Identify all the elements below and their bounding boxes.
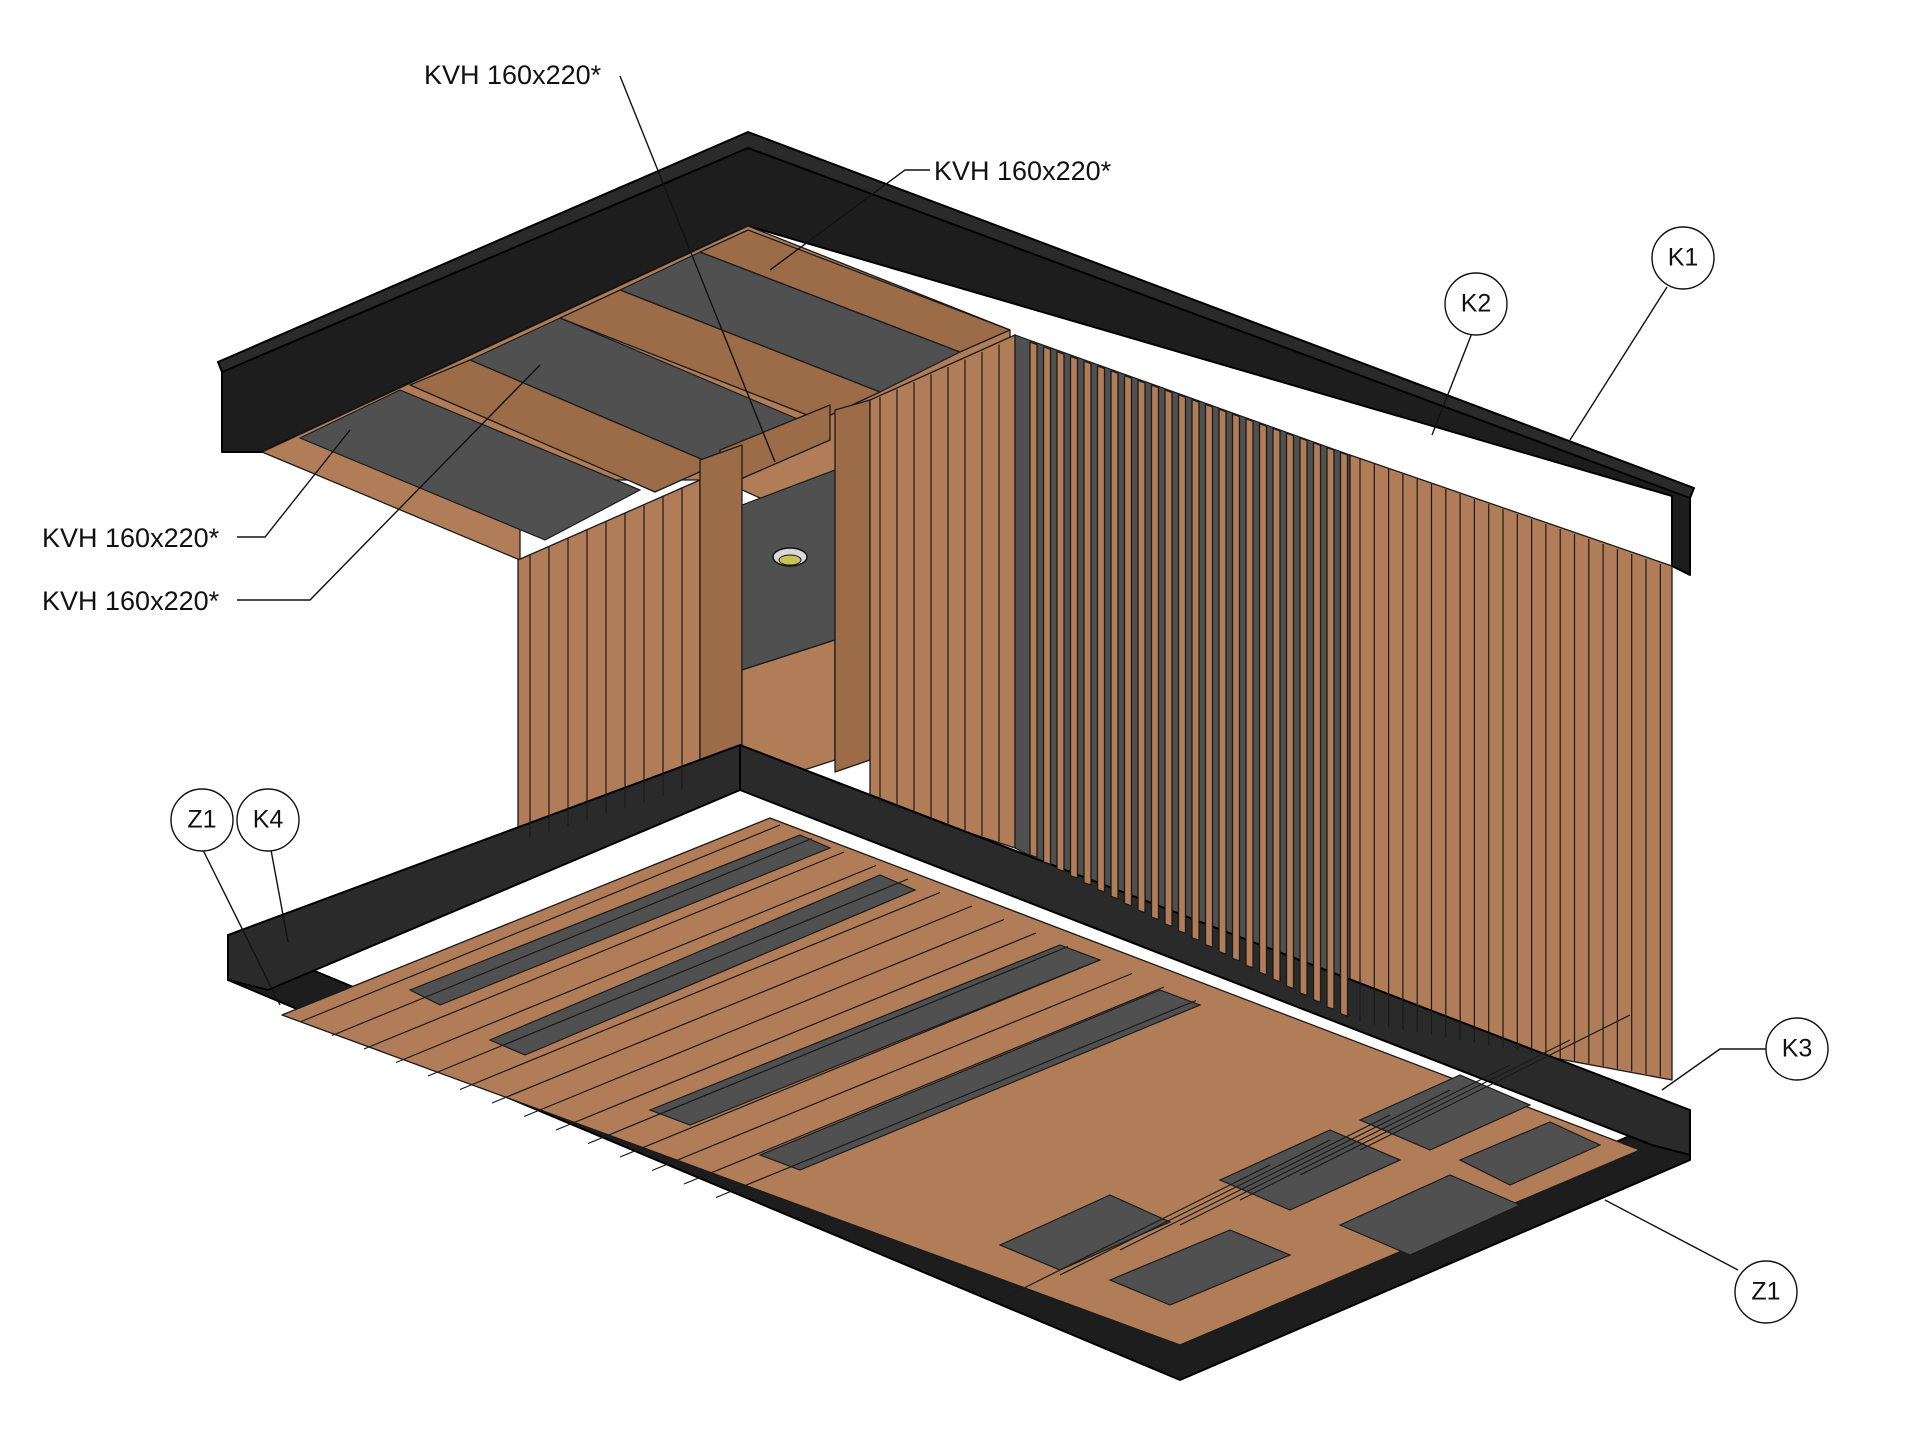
floor-joist [683,986,1165,1185]
floor-gap-4 [758,989,1202,1171]
tag-z1-right-text: Z1 [1751,1278,1780,1306]
window-fin [1299,437,1308,997]
window-fin [1272,427,1281,983]
floor-crossbeam [1239,1064,1511,1201]
window-fin [1339,451,1349,1017]
floor-joist [363,851,845,1050]
window-fin [1285,432,1295,990]
floor-crossbeam [1119,1114,1391,1251]
floor-joist [619,959,1101,1158]
label-kvh-left-lower: KVH 160x220* [42,586,220,616]
floor-joist [523,918,1005,1118]
label-kvh-left-upper: KVH 160x220* [42,523,220,553]
floor-crossbeam [1059,1139,1331,1276]
leader-kvh-left-lower [237,364,541,601]
floor-joist [395,864,877,1064]
floor-joist [331,837,813,1037]
ceiling-beam-3 [699,229,1011,353]
leader-k3 [1661,1048,1768,1091]
ceiling-gap-1 [298,389,642,541]
door-frame-right [834,399,871,773]
door-opening-upper [741,469,836,671]
window-fin [1110,370,1119,900]
window-fin [1164,389,1173,928]
tag-z1-left-text: Z1 [187,806,216,834]
floor-gap-1 [408,834,832,1006]
ceiling-light-icon [772,547,808,567]
floor-joists [299,824,1631,1301]
right-wall-cladding [1349,454,1673,1081]
window-fin [1177,394,1187,935]
leader-z1-right [1604,1199,1739,1271]
floor-gap-10 [1458,1121,1602,1186]
leader-lines [202,75,1768,1271]
window-fin [1137,379,1146,914]
window-fin [1231,413,1241,962]
tag-z1-left: Z1 [170,788,234,852]
leader-z1-left [202,849,281,1006]
tag-k3-text: K3 [1782,1035,1813,1063]
ceiling-beam-2 [559,289,881,421]
floor-joist [555,932,1037,1131]
window-fin [1258,422,1268,976]
window-fin [1056,350,1065,872]
door-frame-left [699,444,743,791]
tag-k2: K2 [1444,272,1508,336]
tag-k2-text: K2 [1461,290,1492,318]
floor-joist [651,972,1133,1172]
window-fin [1123,374,1133,907]
floor-joist [427,878,909,1077]
leader-k2 [1431,332,1473,436]
leader-kvh-top-right [769,169,930,271]
leader-k4 [270,849,289,943]
floor-gap-5 [998,1194,1172,1271]
window-fin [1204,403,1214,948]
tag-k3: K3 [1765,1017,1829,1081]
floor-gap-9 [1358,1074,1532,1151]
rear-wall [517,334,1016,849]
window-fin [1312,442,1322,1004]
floor-gap-6 [1108,1229,1292,1306]
window-fin [1083,360,1092,886]
leader-k1 [1569,286,1668,441]
floor-crossbeam [1299,1039,1571,1176]
window-fin [1029,341,1038,859]
window-fin [1245,418,1254,969]
window-fin [1042,346,1052,866]
floor-joist [715,999,1197,1199]
window-fin [1069,355,1079,879]
label-kvh-top-right: KVH 160x220* [934,156,1112,186]
mid-wall-panel [869,334,1016,849]
leader-kvh-left-upper [237,429,351,538]
floor-crossbeam [1359,1014,1631,1151]
window-fin [1096,365,1106,893]
tag-z1-right: Z1 [1734,1260,1798,1324]
label-kvh-top-center: KVH 160x220* [424,60,602,90]
window-fin [1218,408,1227,955]
tag-k4: K4 [236,788,300,852]
tag-k1: K1 [1651,226,1715,290]
window-fin [1191,398,1200,941]
floor-gap-8 [1338,1174,1522,1256]
tag-k4-text: K4 [253,806,284,834]
floor-joist [587,945,1069,1145]
floor-crossbeam [1179,1089,1451,1226]
floor-crossbeam [999,1164,1271,1301]
floor-joist [459,891,941,1091]
window-fin [1326,446,1335,1010]
window-fin [1150,384,1160,921]
roof-edge-top [217,131,1695,499]
tag-k1-text: K1 [1668,244,1699,272]
floor-edge-left [227,744,741,991]
leader-kvh-top-center [619,75,776,463]
floor-structure [227,744,1691,1381]
floor-joist [491,905,973,1104]
floor-joist [299,824,781,1023]
wall-slats [529,341,1661,1077]
